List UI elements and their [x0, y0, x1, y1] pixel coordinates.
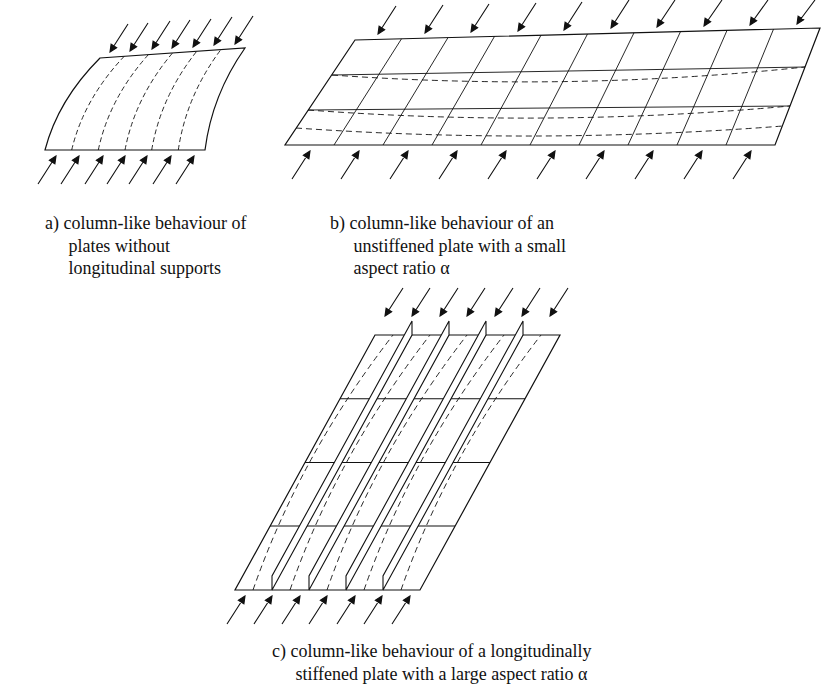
load-arrows	[38, 16, 253, 184]
caption: b) column-like behaviour of an unstiffen…	[330, 212, 605, 280]
caption: c) column-like behaviour of a longitudin…	[272, 640, 657, 685]
plate-outline	[45, 48, 245, 150]
buckling-lines	[72, 50, 221, 150]
plate-b	[285, 28, 820, 145]
longitudinal-stiffeners	[272, 321, 523, 590]
plate-a	[45, 48, 245, 150]
buckling-lines	[296, 67, 805, 136]
load-arrows	[227, 288, 568, 624]
load-arrows	[292, 0, 815, 179]
plate-c	[235, 321, 560, 590]
caption: a) column-like behaviour of plates witho…	[45, 212, 260, 280]
plate-outline	[285, 28, 820, 145]
grid-lines	[308, 29, 805, 145]
